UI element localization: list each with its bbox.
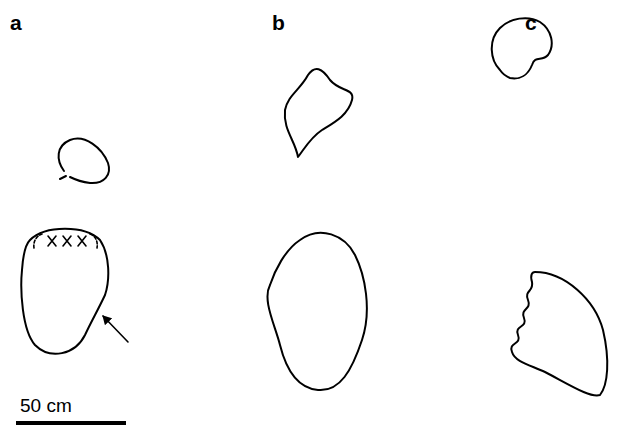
dashed-marks <box>34 234 97 248</box>
outline-b-large <box>267 233 366 390</box>
pointer-arrow <box>103 316 128 342</box>
panel-letter: c <box>525 12 537 33</box>
outline-c-small <box>492 18 552 78</box>
scale-bar <box>16 421 126 425</box>
outline-a-small-tick <box>60 176 66 179</box>
outline-b-small <box>285 69 353 157</box>
outline-a-large <box>21 229 108 354</box>
outline-a-small <box>59 139 109 183</box>
panel-letter: b <box>272 12 285 33</box>
scale-label: 50 cm <box>20 396 72 415</box>
panel-letter: a <box>10 12 22 33</box>
outline-c-large <box>511 272 607 395</box>
